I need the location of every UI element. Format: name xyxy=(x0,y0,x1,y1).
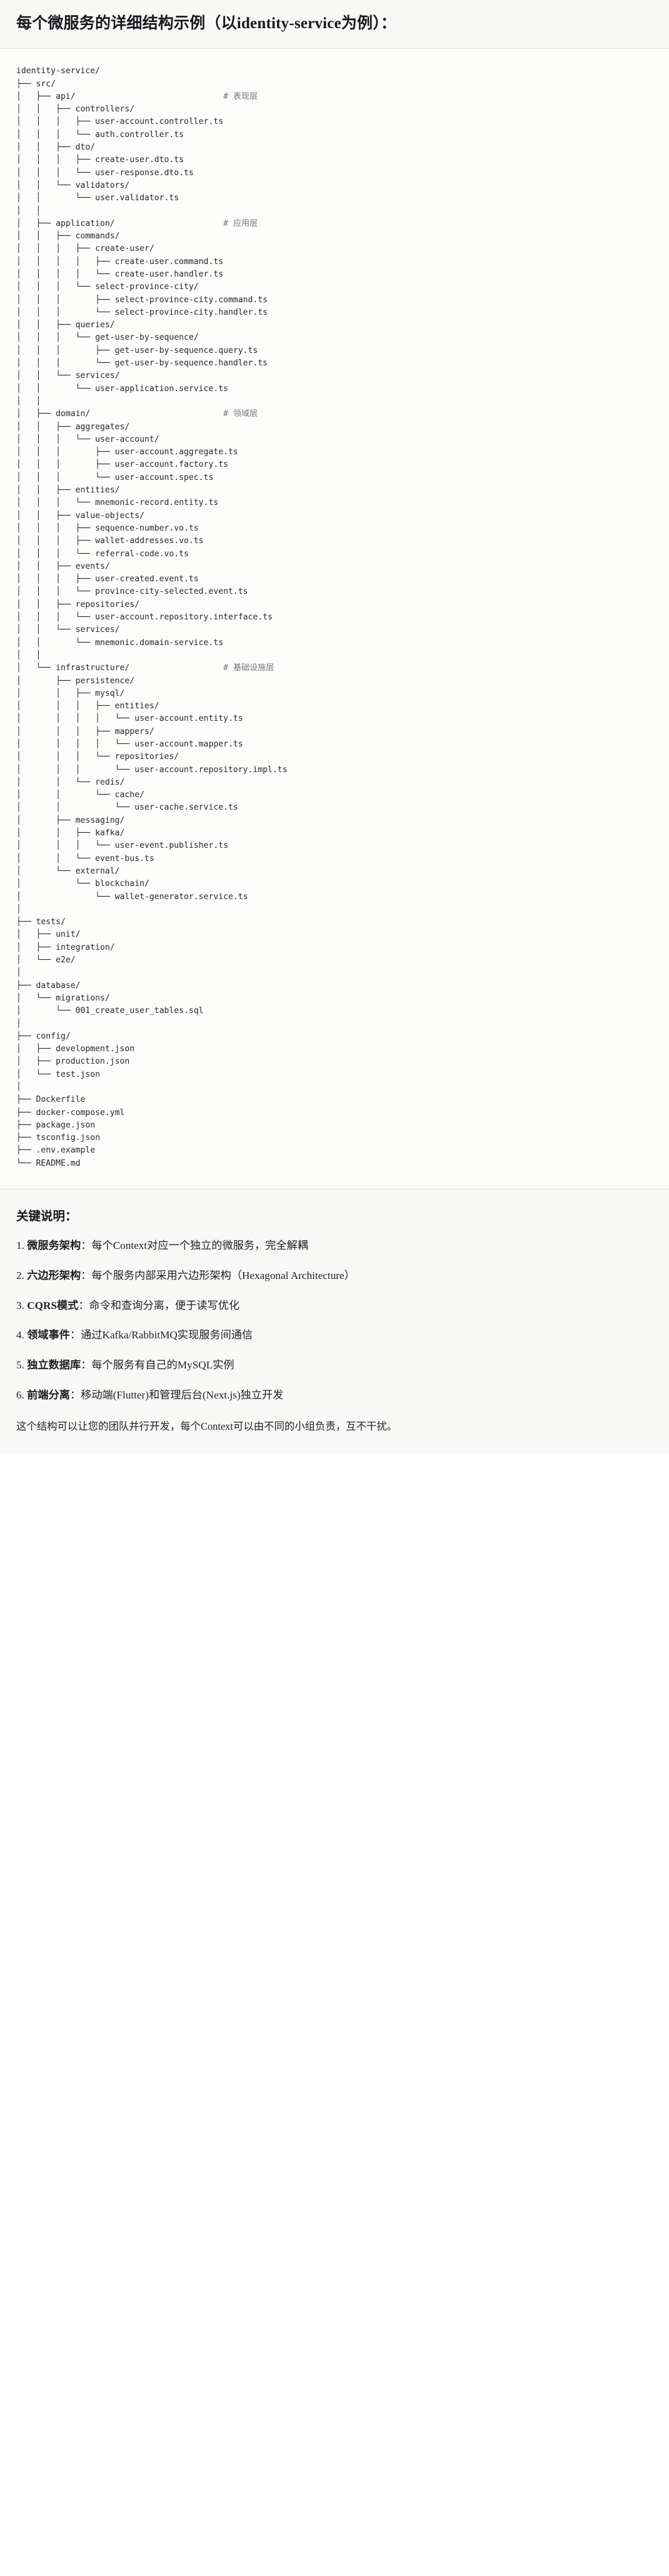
document-header: 每个微服务的详细结构示例（以identity-service为例）： xyxy=(0,0,669,49)
key-notes-section: 关键说明： 微服务架构：每个Context对应一个独立的微服务，完全解耦六边形架… xyxy=(0,1189,669,1453)
key-note-separator: ： xyxy=(69,1389,81,1402)
key-note-separator: ： xyxy=(69,1329,81,1341)
page-title: 每个微服务的详细结构示例（以identity-service为例）： xyxy=(16,15,397,32)
key-note-term: 领域事件 xyxy=(27,1329,70,1341)
key-note-description: 命令和查询分离，便于读写优化 xyxy=(89,1299,240,1311)
directory-tree-block: identity-service/ ├── src/ │ ├── api/ # … xyxy=(0,49,669,1190)
key-note-separator: ： xyxy=(81,1240,92,1252)
key-note-term: CQRS模式 xyxy=(27,1299,79,1311)
key-note-description: 通过Kafka/RabbitMQ实现服务间通信 xyxy=(81,1329,253,1341)
tree-layer-comment: # 基础设施层 xyxy=(223,663,274,673)
key-note-item: 领域事件：通过Kafka/RabbitMQ实现服务间通信 xyxy=(16,1327,653,1343)
key-note-item: 前端分离：移动端(Flutter)和管理后台(Next.js)独立开发 xyxy=(16,1387,653,1403)
directory-tree: identity-service/ ├── src/ │ ├── api/ # … xyxy=(16,65,653,1170)
key-note-term: 前端分离 xyxy=(27,1389,70,1402)
directory-tree-content: identity-service/ ├── src/ │ ├── api/ # … xyxy=(16,66,288,1168)
key-note-description: 每个服务内部采用六边形架构（Hexagonal Architecture） xyxy=(91,1269,355,1281)
key-note-term: 六边形架构 xyxy=(27,1269,81,1281)
key-note-separator: ： xyxy=(81,1359,92,1372)
tree-layer-comment: # 应用层 xyxy=(223,218,258,228)
key-note-description: 每个Context对应一个独立的微服务，完全解耦 xyxy=(91,1240,308,1252)
key-note-separator: ： xyxy=(78,1299,89,1311)
tree-layer-comment: # 表现层 xyxy=(223,91,258,101)
key-note-item: 六边形架构：每个服务内部采用六边形架构（Hexagonal Architectu… xyxy=(16,1268,653,1284)
key-notes-list: 微服务架构：每个Context对应一个独立的微服务，完全解耦六边形架构：每个服务… xyxy=(16,1238,653,1403)
tree-layer-comment: # 领域层 xyxy=(223,409,258,419)
key-note-description: 每个服务有自己的MySQL实例 xyxy=(91,1359,234,1372)
key-note-term: 独立数据库 xyxy=(27,1359,81,1372)
closing-paragraph: 这个结构可以让您的团队并行开发，每个Context可以由不同的小组负责，互不干扰… xyxy=(16,1420,398,1432)
key-note-item: 微服务架构：每个Context对应一个独立的微服务，完全解耦 xyxy=(16,1238,653,1254)
key-notes-heading: 关键说明： xyxy=(16,1210,78,1224)
key-note-separator: ： xyxy=(81,1269,92,1281)
key-note-description: 移动端(Flutter)和管理后台(Next.js)独立开发 xyxy=(81,1389,284,1402)
document-root: 每个微服务的详细结构示例（以identity-service为例）： ident… xyxy=(0,0,669,1453)
key-note-item: CQRS模式：命令和查询分离，便于读写优化 xyxy=(16,1298,653,1314)
key-note-term: 微服务架构 xyxy=(27,1240,81,1252)
key-note-item: 独立数据库：每个服务有自己的MySQL实例 xyxy=(16,1357,653,1373)
